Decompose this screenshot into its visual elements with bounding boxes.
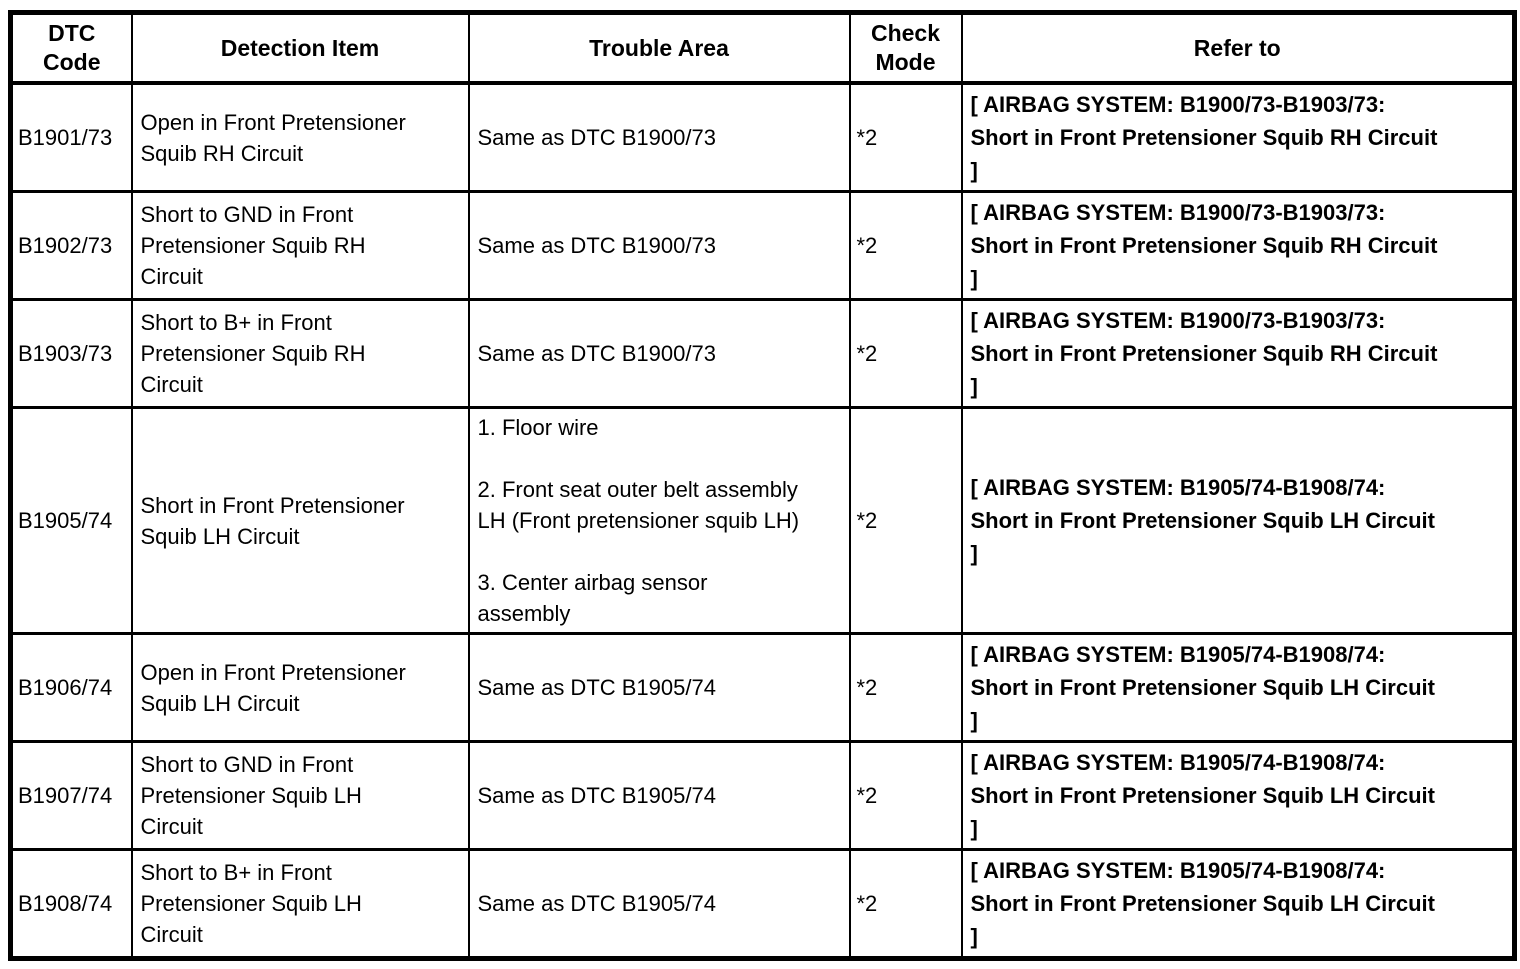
- refer-to-cell: [ AIRBAG SYSTEM: B1905/74-B1908/74: Shor…: [960, 406, 1516, 635]
- refer-to-cell: [ AIRBAG SYSTEM: B1905/74-B1908/74: Shor…: [960, 848, 1516, 960]
- table-row: B1902/73 Short to GND in Front Pretensio…: [9, 190, 1516, 301]
- header-row: DTC Code Detection Item Trouble Area Che…: [9, 11, 1516, 85]
- dtc-code-cell: B1901/73: [9, 81, 133, 193]
- dtc-code-table: DTC Code Detection Item Trouble Area Che…: [8, 10, 1517, 961]
- header-dtc-code: DTC Code: [9, 11, 133, 85]
- check-mode-cell: *2: [848, 81, 963, 193]
- trouble-area-cell: Same as DTC B1900/73: [467, 81, 851, 193]
- dtc-code-cell: B1907/74: [9, 740, 133, 851]
- detection-item-cell: Short to GND in Front Pretensioner Squib…: [130, 190, 470, 301]
- trouble-area-cell: Same as DTC B1905/74: [467, 632, 851, 743]
- detection-item-cell: Short in Front Pretensioner Squib LH Cir…: [130, 406, 470, 635]
- table-body: B1901/73 Open in Front Pretensioner Squi…: [9, 81, 1516, 960]
- table-row: B1905/74 Short in Front Pretensioner Squ…: [9, 406, 1516, 635]
- dtc-code-cell: B1906/74: [9, 632, 133, 743]
- check-mode-cell: *2: [848, 848, 963, 960]
- trouble-area-cell: 1. Floor wire 2. Front seat outer belt a…: [467, 406, 851, 635]
- table-row: B1901/73 Open in Front Pretensioner Squi…: [9, 81, 1516, 193]
- trouble-area-cell: Same as DTC B1905/74: [467, 848, 851, 960]
- trouble-area-cell: Same as DTC B1900/73: [467, 298, 851, 409]
- header-check-mode: Check Mode: [848, 11, 963, 85]
- check-mode-cell: *2: [848, 406, 963, 635]
- detection-item-cell: Open in Front Pretensioner Squib LH Circ…: [130, 632, 470, 743]
- table-row: B1908/74 Short to B+ in Front Pretension…: [9, 848, 1516, 960]
- header-refer-to: Refer to: [960, 11, 1516, 85]
- check-mode-cell: *2: [848, 740, 963, 851]
- table-row: B1903/73 Short to B+ in Front Pretension…: [9, 298, 1516, 409]
- header-trouble-area: Trouble Area: [467, 11, 851, 85]
- detection-item-cell: Short to B+ in Front Pretensioner Squib …: [130, 848, 470, 960]
- header-detection-item: Detection Item: [130, 11, 470, 85]
- trouble-area-cell: Same as DTC B1905/74: [467, 740, 851, 851]
- check-mode-cell: *2: [848, 632, 963, 743]
- refer-to-cell: [ AIRBAG SYSTEM: B1905/74-B1908/74: Shor…: [960, 740, 1516, 851]
- trouble-area-cell: Same as DTC B1900/73: [467, 190, 851, 301]
- detection-item-cell: Short to GND in Front Pretensioner Squib…: [130, 740, 470, 851]
- check-mode-cell: *2: [848, 298, 963, 409]
- dtc-code-cell: B1908/74: [9, 848, 133, 960]
- detection-item-cell: Open in Front Pretensioner Squib RH Circ…: [130, 81, 470, 193]
- dtc-code-cell: B1902/73: [9, 190, 133, 301]
- refer-to-cell: [ AIRBAG SYSTEM: B1900/73-B1903/73: Shor…: [960, 81, 1516, 193]
- refer-to-cell: [ AIRBAG SYSTEM: B1900/73-B1903/73: Shor…: [960, 190, 1516, 301]
- detection-item-cell: Short to B+ in Front Pretensioner Squib …: [130, 298, 470, 409]
- table-header: DTC Code Detection Item Trouble Area Che…: [9, 11, 1516, 85]
- table-row: B1907/74 Short to GND in Front Pretensio…: [9, 740, 1516, 851]
- dtc-code-cell: B1903/73: [9, 298, 133, 409]
- refer-to-cell: [ AIRBAG SYSTEM: B1905/74-B1908/74: Shor…: [960, 632, 1516, 743]
- refer-to-cell: [ AIRBAG SYSTEM: B1900/73-B1903/73: Shor…: [960, 298, 1516, 409]
- dtc-code-cell: B1905/74: [9, 406, 133, 635]
- table-row: B1906/74 Open in Front Pretensioner Squi…: [9, 632, 1516, 743]
- check-mode-cell: *2: [848, 190, 963, 301]
